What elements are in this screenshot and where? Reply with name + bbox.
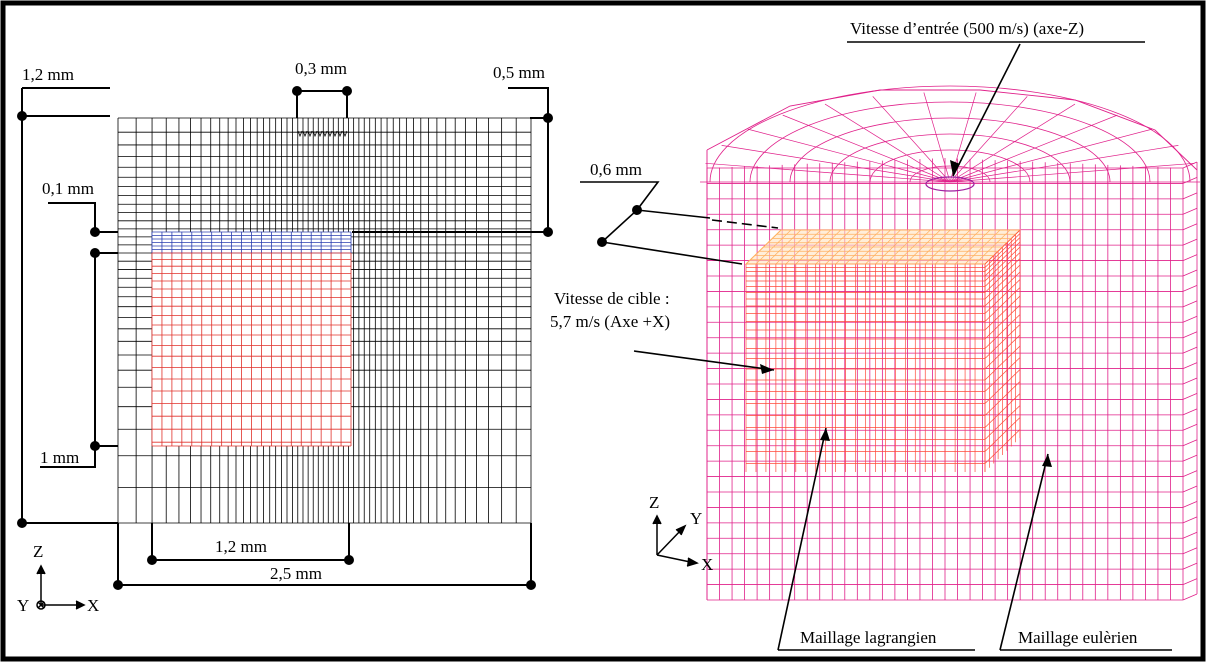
euler3d-dome-radial [949,114,1118,183]
dim-label-0-5mm: 0,5 mm [493,63,545,82]
inlet-arrow-head [322,130,328,138]
euler3d-side-horizontal [1182,562,1198,570]
dim-label-2-5mm: 2,5 mm [270,564,322,583]
euler3d-side-horizontal [1182,238,1198,246]
euler3d-side-horizontal [1182,531,1198,539]
axis-z-left: Z [33,542,43,561]
euler3d-dome-ring [789,117,1111,183]
dim-label-1-2mm-top: 1,2 mm [22,65,74,84]
euler3d-side-horizontal [1182,516,1198,524]
euler3d-dome-radial [872,96,951,183]
inlet-ring-3d [925,176,975,192]
euler3d-dome-radial [824,103,951,183]
euler3d-side-horizontal [1182,578,1198,585]
dimension-dots-left [17,86,553,590]
axis-z-right: Z [649,493,659,512]
euler3d-dome-ring [749,101,1151,183]
axis-y-right: Y [690,509,702,528]
euler3d-side-horizontal [1182,485,1198,493]
euler3d-side-horizontal [1182,315,1198,323]
euler3d-side-horizontal [1182,408,1198,416]
euler3d-dome-radial [923,92,951,183]
inlet-arrow-head [302,130,308,138]
axis-x-right: X [701,555,713,574]
lagrangian-target-2d [151,231,352,447]
euler3d-dome-radial [721,145,951,183]
euler3d-top-outline [706,89,1198,171]
axes-icon-left [36,564,86,610]
dim-label-1-2mm-bottom: 1,2 mm [215,537,267,556]
inlet-velocity-arrows [297,130,348,138]
euler3d-side-horizontal [1182,377,1198,385]
lagrangian-mesh-label: Maillage lagrangien [800,628,937,647]
euler3d-side-horizontal [1182,547,1198,555]
inlet-velocity-label: Vitesse d’entrée (500 m/s) (axe-Z) [850,19,1084,38]
euler3d-side-horizontal [1182,593,1198,601]
euler3d-side-horizontal [1182,285,1198,292]
target-velocity-line2: 5,7 m/s (Axe +X) [550,312,670,331]
inlet-arrow-head [332,130,338,138]
inlet-arrow-head [297,130,303,138]
euler3d-side-horizontal [1182,254,1198,261]
inlet-arrow-head [317,130,323,138]
euler3d-dome-ring [869,149,1031,183]
euler3d-dome-radial [782,114,951,183]
euler3d-side-horizontal [1182,362,1198,369]
euler3d-side-horizontal [1182,470,1198,477]
euler3d-side-horizontal [1182,223,1198,231]
euler3d-dome-ring [829,133,1071,183]
dim-label-0-3mm: 0,3 mm [295,59,347,78]
dimension-lines-left [21,87,549,586]
euler3d-side-horizontal [1182,423,1198,431]
euler3d-side-horizontal [1182,346,1198,354]
annotation-arrowheads [760,160,1052,467]
euler3d-side-horizontal [1182,207,1198,215]
euler3d-dome-radial [949,162,1195,183]
euler3d-side-horizontal [1182,501,1198,508]
euler3d-side-horizontal [1182,192,1198,200]
eulerian-mesh-label: Maillage eulèrien [1018,628,1138,647]
euler3d-side-horizontal [1182,331,1198,339]
euler3d-side-horizontal [1182,269,1198,277]
euler3d-dome-radial [949,103,1076,183]
annotation-lines-right [580,41,1172,651]
dim-label-0-1mm: 0,1 mm [42,179,94,198]
lagrangian-mesh-3d [744,229,1022,472]
dim-label-1mm: 1 mm [40,448,79,467]
euler3d-side-horizontal [1182,439,1198,447]
inlet-arrow-head [342,130,348,138]
axis-x-left: X [87,596,99,615]
target-velocity-line1: Vitesse de cible : [554,289,670,308]
euler3d-dome-radial [705,162,951,183]
euler3d-dome-radial [949,96,1028,183]
euler3d-side-horizontal [1182,161,1198,169]
euler3d-side-horizontal [1182,454,1198,462]
euler3d-side-horizontal [1182,393,1198,400]
dimension-dots-right [597,205,642,247]
inlet-arrow-head [312,130,318,138]
inlet-arrow-head [337,130,343,138]
euler3d-dome-radial [747,128,951,183]
euler3d-dome-radial [949,128,1153,183]
euler3d-dome-radial [949,145,1179,183]
euler3d-side-horizontal [1182,300,1198,308]
euler3d-dome-ring [909,165,991,183]
axes-icon-right [652,514,699,567]
inlet-arrow-head [307,130,313,138]
inlet-arrow-head [327,130,333,138]
dim-label-0-6mm: 0,6 mm [590,160,642,179]
axis-y-left: Y [17,596,29,615]
